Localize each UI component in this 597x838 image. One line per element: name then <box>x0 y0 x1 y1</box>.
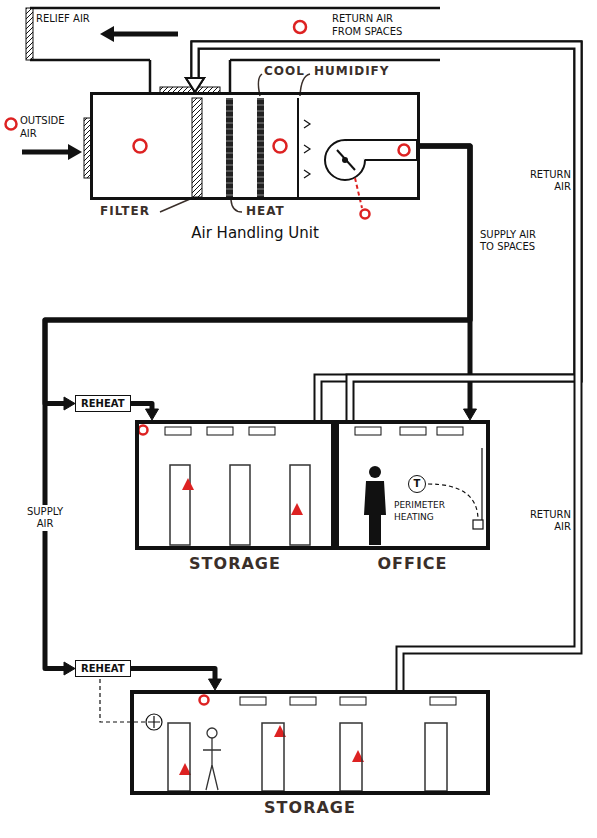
return-duct <box>186 45 578 690</box>
supply-duct <box>45 146 470 410</box>
sensor <box>139 426 148 435</box>
top-duct <box>30 8 440 92</box>
supply-duct <box>45 146 470 675</box>
edge-label: RETURN AIR <box>520 508 572 534</box>
node-title: STORAGE <box>114 798 506 817</box>
reheat-box: REHEAT <box>75 395 131 412</box>
supply-duct <box>131 404 159 421</box>
room-box: TOFFICE <box>335 420 490 550</box>
edge-label: SUPPLY AIR TO SPACES <box>479 228 551 254</box>
room-box: STORAGE <box>135 420 335 550</box>
node-title: Air Handling Unit <box>73 224 437 242</box>
relief-damper <box>26 8 33 60</box>
supply-duct <box>131 669 222 691</box>
duct-line <box>131 669 215 680</box>
arrow-head <box>209 679 222 690</box>
storage-contents <box>168 723 447 791</box>
relief-arrow <box>100 26 178 42</box>
reheat-box: REHEAT <box>75 660 131 677</box>
arrow-head <box>186 78 204 92</box>
storage-contents <box>170 465 310 545</box>
duct-inner <box>195 45 578 690</box>
node-label: REHEAT <box>81 662 125 675</box>
duct-line <box>420 146 470 409</box>
node-label: REHEAT <box>81 397 125 410</box>
outside-air-arrow <box>22 144 82 160</box>
arrow-head <box>186 78 204 92</box>
person <box>364 466 386 545</box>
duct-label: OUTSIDE AIR <box>20 114 76 140</box>
edge-label: RETURN AIR <box>520 168 572 194</box>
arrow-head <box>64 662 75 675</box>
arrow-head <box>464 409 477 420</box>
perimeter-heater <box>473 520 483 529</box>
duct-label: RELIEF AIR <box>36 12 90 25</box>
duct-outline <box>195 45 578 690</box>
arrow-head <box>64 397 75 410</box>
arrow-head <box>186 78 204 92</box>
arrow-head <box>146 409 159 420</box>
component-label: COOL <box>264 64 305 79</box>
ahu-components <box>134 98 418 219</box>
room-box: STORAGE <box>130 690 490 795</box>
node-label: T <box>409 476 425 491</box>
node-title: OFFICE <box>319 554 506 573</box>
edge-label: SUPPLY AIR <box>23 505 67 531</box>
duct-line <box>45 146 470 404</box>
sensor <box>200 696 209 705</box>
office-window <box>481 448 482 520</box>
component-label: HUMIDIFY <box>314 64 390 79</box>
duct-label: RETURN AIR FROM SPACES <box>332 12 424 38</box>
node-title: STORAGE <box>119 554 351 573</box>
duct-line <box>131 404 152 410</box>
component-label: HEAT <box>246 204 285 219</box>
equipment-label: PERIMETER HEATING <box>394 499 462 523</box>
stick-figure <box>203 728 221 790</box>
sensor <box>294 21 306 33</box>
air-handling-unit: Air Handling Unit <box>90 92 420 200</box>
thermostat-circle: T <box>408 475 426 493</box>
duct-line <box>45 146 470 669</box>
sensor <box>6 119 17 130</box>
component-label: FILTER <box>100 204 150 219</box>
